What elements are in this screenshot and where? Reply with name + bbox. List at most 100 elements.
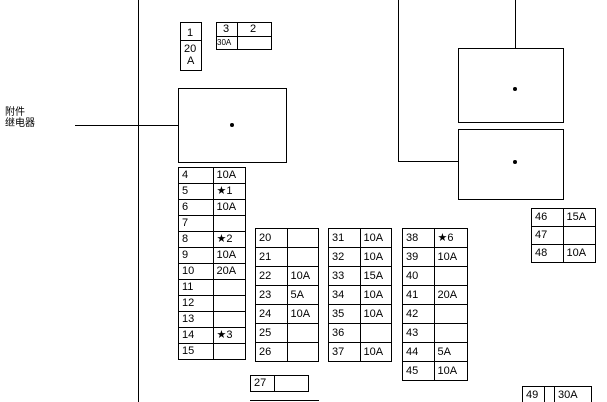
fuse-number: 47: [532, 226, 564, 245]
fuse-rating: [563, 226, 596, 245]
fuse-rating: 15A: [360, 266, 392, 286]
fuse-number: 8: [179, 231, 214, 248]
fuse-3-number: 3: [223, 23, 230, 35]
fuse-rating: 10A: [360, 229, 392, 248]
fuse-rating: [287, 342, 319, 362]
fuse-27-block: 27: [250, 375, 309, 392]
fuse-rating: 10A: [287, 266, 319, 286]
fuse-row: 7: [179, 215, 246, 232]
fuse-rating: [213, 311, 246, 328]
fuse-rating: [213, 295, 246, 312]
accessory-relay-dot: [230, 123, 234, 127]
fuse-number: 13: [179, 311, 214, 328]
fuse-20a-line2: A: [187, 55, 195, 67]
fuse-rating: 10A: [287, 304, 319, 324]
fuse-49-number: 49: [526, 389, 539, 401]
fuse-number: 11: [179, 279, 214, 296]
fuse-row: 20: [256, 229, 319, 248]
fuse-row: 11: [179, 279, 246, 296]
fuse-rating: 10A: [213, 168, 246, 184]
fuse-number: 31: [329, 229, 361, 248]
fuse-2-number: 2: [250, 23, 257, 35]
fuse-rating: [213, 343, 246, 360]
label-line-1: 附件: [5, 107, 25, 118]
fuse-number: 20: [256, 229, 288, 248]
fuse-number: 48: [532, 244, 564, 263]
fuse-number: 14: [179, 327, 214, 344]
fuse-3-amp: 30A: [217, 38, 232, 47]
relay-box-upper-right: [458, 48, 564, 123]
fuse-number: 4: [179, 168, 214, 184]
fuse-row: 26: [256, 342, 319, 362]
fuse-rating: 10A: [563, 244, 596, 263]
fuse-rating: 10A: [434, 361, 468, 381]
fuse-number: 37: [329, 342, 361, 362]
right-relay-frame-right: [515, 0, 516, 89]
fuse-row: 47: [532, 226, 596, 245]
fuse-1-number: 1: [187, 27, 194, 39]
fuse-number: 26: [256, 342, 288, 362]
fuse-rating: [434, 266, 468, 286]
fuse-49-amp: 30A: [558, 389, 578, 401]
fuse-rating: 10A: [360, 285, 392, 305]
fuse-row: 12: [179, 295, 246, 312]
relay-dot-lower-right: [513, 160, 517, 164]
fuse-row: 14★3: [179, 327, 246, 344]
relay-dot-upper-right: [513, 87, 517, 91]
fuse-number: 22: [256, 266, 288, 286]
fuse-row: 21: [256, 247, 319, 267]
fuse-rating: [287, 323, 319, 343]
fuse-number: 6: [179, 199, 214, 216]
fuse-number: 32: [329, 247, 361, 267]
fuse-row: 15: [179, 343, 246, 360]
fuse-rating: ★2: [213, 231, 246, 248]
fuse-number: 46: [532, 209, 564, 227]
fuse-number: 12: [179, 295, 214, 312]
fuse-1-box: 1 20 A: [180, 22, 202, 71]
fuse-number: 15: [179, 343, 214, 360]
fuse-rating: [287, 247, 319, 267]
label-line-2: 继电器: [5, 118, 35, 129]
fuse-rating: [213, 279, 246, 296]
right-relay-frame-left: [398, 0, 399, 162]
fuse-number: 44: [403, 342, 435, 362]
bottom-fuse-frame-line: [250, 400, 319, 401]
relay-leader-line: [75, 125, 233, 126]
fuse-row: 42: [403, 304, 468, 324]
fuse-rating: 10A: [360, 342, 392, 362]
fuse-number: 23: [256, 285, 288, 305]
fuse-number: 39: [403, 247, 435, 267]
fuse-row: 8★2: [179, 231, 246, 248]
fuse-rating: 5A: [287, 285, 319, 305]
fuse-number: 5: [179, 183, 214, 200]
fuse-row: 40: [403, 266, 468, 286]
fuse-number: 41: [403, 285, 435, 305]
fuse-number: 43: [403, 323, 435, 343]
fuse-rating: [434, 323, 468, 343]
fuse-rating: ★3: [213, 327, 246, 344]
fuse-number: 38: [403, 229, 435, 248]
fuse-rating: 20A: [213, 263, 246, 280]
